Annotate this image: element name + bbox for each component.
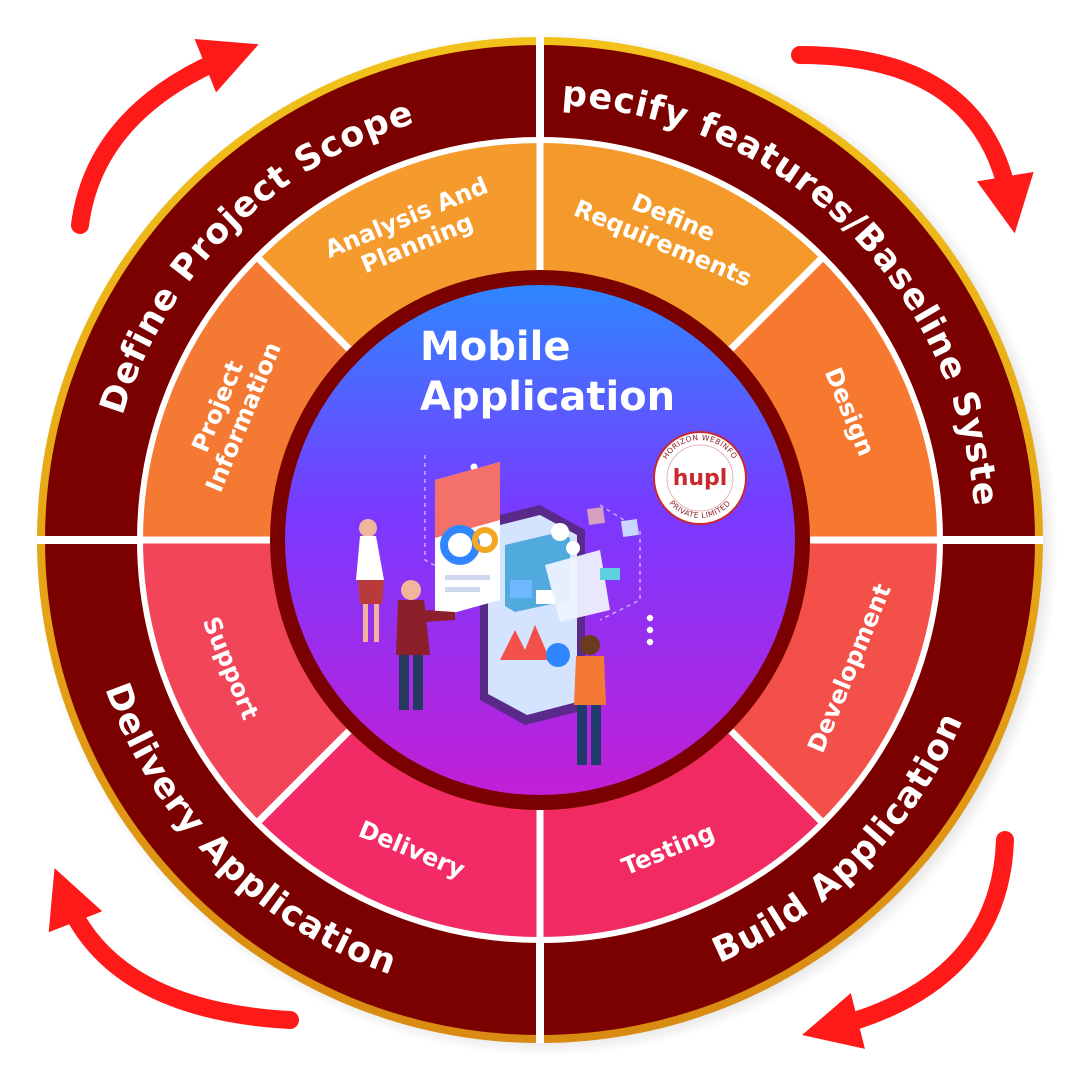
inner-segment (140, 540, 350, 823)
person-icon (574, 635, 606, 765)
curved-arrow-icon (71, 39, 259, 234)
curved-arrow-icon (791, 46, 1034, 234)
team-app-illustration (356, 455, 654, 765)
inner-segment (730, 540, 940, 823)
curved-arrow-icon (802, 831, 1014, 1049)
inner-segment (140, 257, 350, 540)
curved-arrow-icon (48, 868, 299, 1029)
person-icon (356, 519, 384, 642)
inner-segment (540, 140, 823, 350)
segment-divider (254, 728, 352, 826)
ring-separator (137, 137, 943, 943)
outer-segment (540, 540, 1035, 1035)
center-title-line2: Application (420, 374, 675, 420)
segment-divider (728, 254, 826, 352)
logo-mark: hupl (673, 466, 728, 491)
inner-segment (257, 140, 540, 350)
gear-icon (546, 523, 580, 667)
outer-segment (45, 45, 540, 540)
inner-ring (137, 137, 943, 943)
center-title-line1: Mobile (420, 324, 570, 370)
cycle-arrows (48, 39, 1034, 1049)
outer-segment (540, 45, 1035, 540)
segment-divider (728, 728, 826, 826)
company-logo: HORIZON WEBINFO PRIVATE LIMITED hupl (653, 431, 747, 525)
inner-segment (730, 257, 940, 540)
inner-segment (257, 730, 540, 940)
segment-divider (254, 254, 352, 352)
dashboard-card-icon (435, 462, 500, 618)
person-icon (396, 580, 455, 710)
floating-panel-icon (545, 550, 610, 622)
inner-segment (540, 730, 823, 940)
outer-segment (45, 540, 540, 1035)
